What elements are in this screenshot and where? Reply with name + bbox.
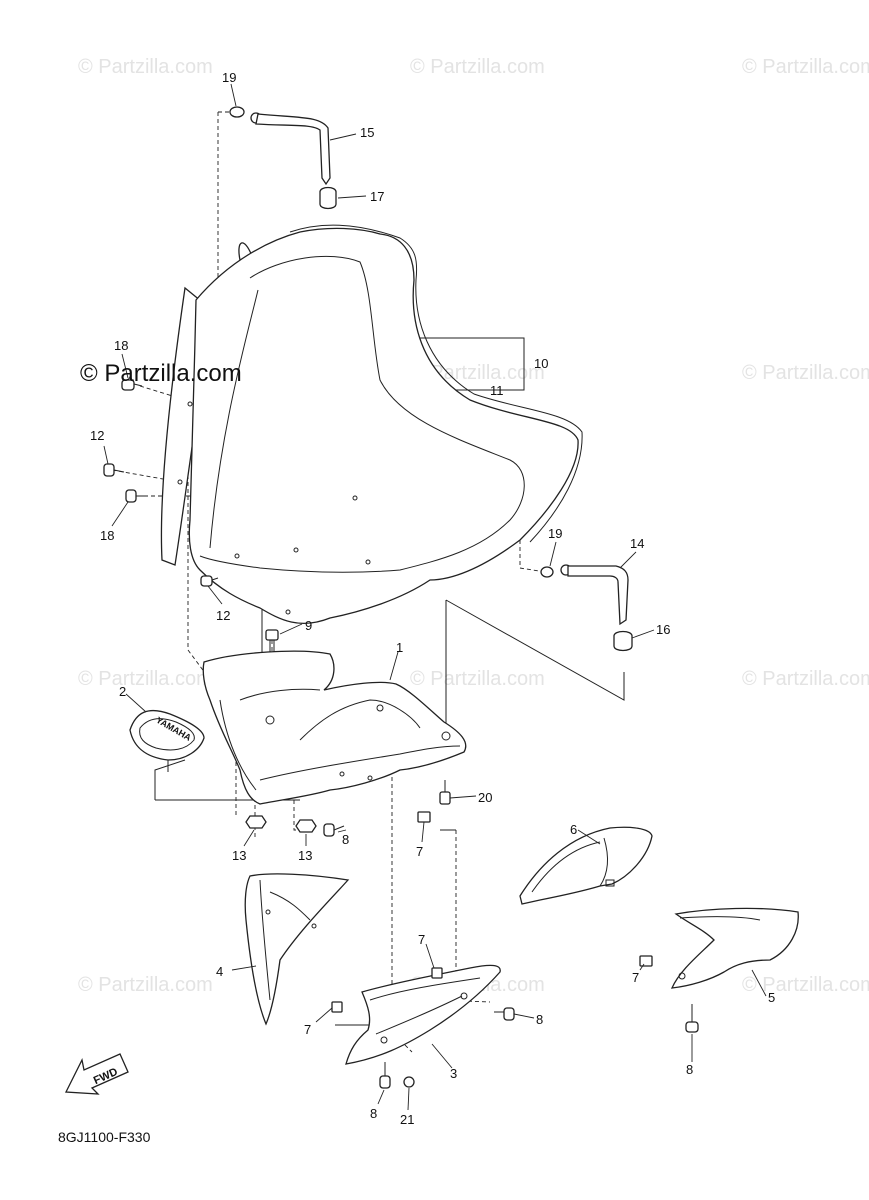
leader-lines bbox=[103, 83, 767, 1111]
front-cowl bbox=[202, 650, 467, 805]
callout-8: 8 bbox=[342, 832, 349, 847]
callout-7: 7 bbox=[418, 932, 425, 947]
callout-21: 21 bbox=[400, 1112, 414, 1127]
diagram-code: 8GJ1100-F330 bbox=[58, 1129, 151, 1145]
fwd-arrow-icon: FWD bbox=[64, 1053, 129, 1095]
fasteners-lower bbox=[331, 955, 699, 1089]
callout-16: 16 bbox=[656, 622, 670, 637]
tail-cover-5 bbox=[670, 907, 799, 989]
callout-18: 18 bbox=[114, 338, 128, 353]
callout-14: 14 bbox=[630, 536, 644, 551]
callout-7: 7 bbox=[304, 1022, 311, 1037]
watermark: © Partzilla.com bbox=[742, 974, 869, 996]
callout-6: 6 bbox=[570, 822, 577, 837]
callout-19: 19 bbox=[548, 526, 562, 541]
watermark: © Partzilla.com bbox=[78, 668, 213, 690]
windscreen bbox=[160, 224, 583, 625]
callout-13: 13 bbox=[232, 848, 246, 863]
watermark: © Partzilla.com bbox=[742, 668, 869, 690]
emblem: YAMAHA bbox=[129, 709, 205, 772]
callout-12: 12 bbox=[90, 428, 104, 443]
hose-15-assembly bbox=[229, 106, 337, 210]
callout-3: 3 bbox=[450, 1066, 457, 1081]
callout-8: 8 bbox=[536, 1012, 543, 1027]
watermark: © Partzilla.com bbox=[742, 56, 869, 78]
watermark: © Partzilla.com bbox=[742, 362, 869, 384]
callout-12: 12 bbox=[216, 608, 230, 623]
callout-8: 8 bbox=[370, 1106, 377, 1121]
callout-11: 11 bbox=[490, 383, 504, 398]
callout-7: 7 bbox=[632, 970, 639, 985]
brand-label: © Partzilla.com bbox=[80, 360, 242, 387]
callout-10: 10 bbox=[534, 356, 548, 371]
callout-1: 1 bbox=[396, 640, 403, 655]
callouts: 19 15 17 18 10 11 12 18 19 14 16 12 9 1 … bbox=[90, 70, 775, 1127]
callout-9: 9 bbox=[305, 618, 312, 633]
callout-18: 18 bbox=[100, 528, 114, 543]
callout-8: 8 bbox=[686, 1062, 693, 1077]
hose-14-assembly bbox=[540, 564, 633, 652]
screws-left bbox=[103, 379, 219, 587]
callout-5: 5 bbox=[768, 990, 775, 1005]
watermark: © Partzilla.com bbox=[78, 974, 213, 996]
tail-cover-6 bbox=[519, 826, 653, 905]
callout-2: 2 bbox=[119, 684, 126, 699]
callout-13: 13 bbox=[298, 848, 312, 863]
callout-4: 4 bbox=[216, 964, 223, 979]
side-panel-4 bbox=[244, 873, 350, 1026]
callout-17: 17 bbox=[370, 189, 384, 204]
watermark: © Partzilla.com bbox=[410, 56, 545, 78]
watermark: © Partzilla.com bbox=[78, 56, 213, 78]
callout-15: 15 bbox=[360, 125, 374, 140]
callout-7: 7 bbox=[416, 844, 423, 859]
lower-panel-3 bbox=[345, 964, 501, 1065]
callout-19: 19 bbox=[222, 70, 236, 85]
callout-20: 20 bbox=[478, 790, 492, 805]
watermark: © Partzilla.com bbox=[410, 668, 545, 690]
